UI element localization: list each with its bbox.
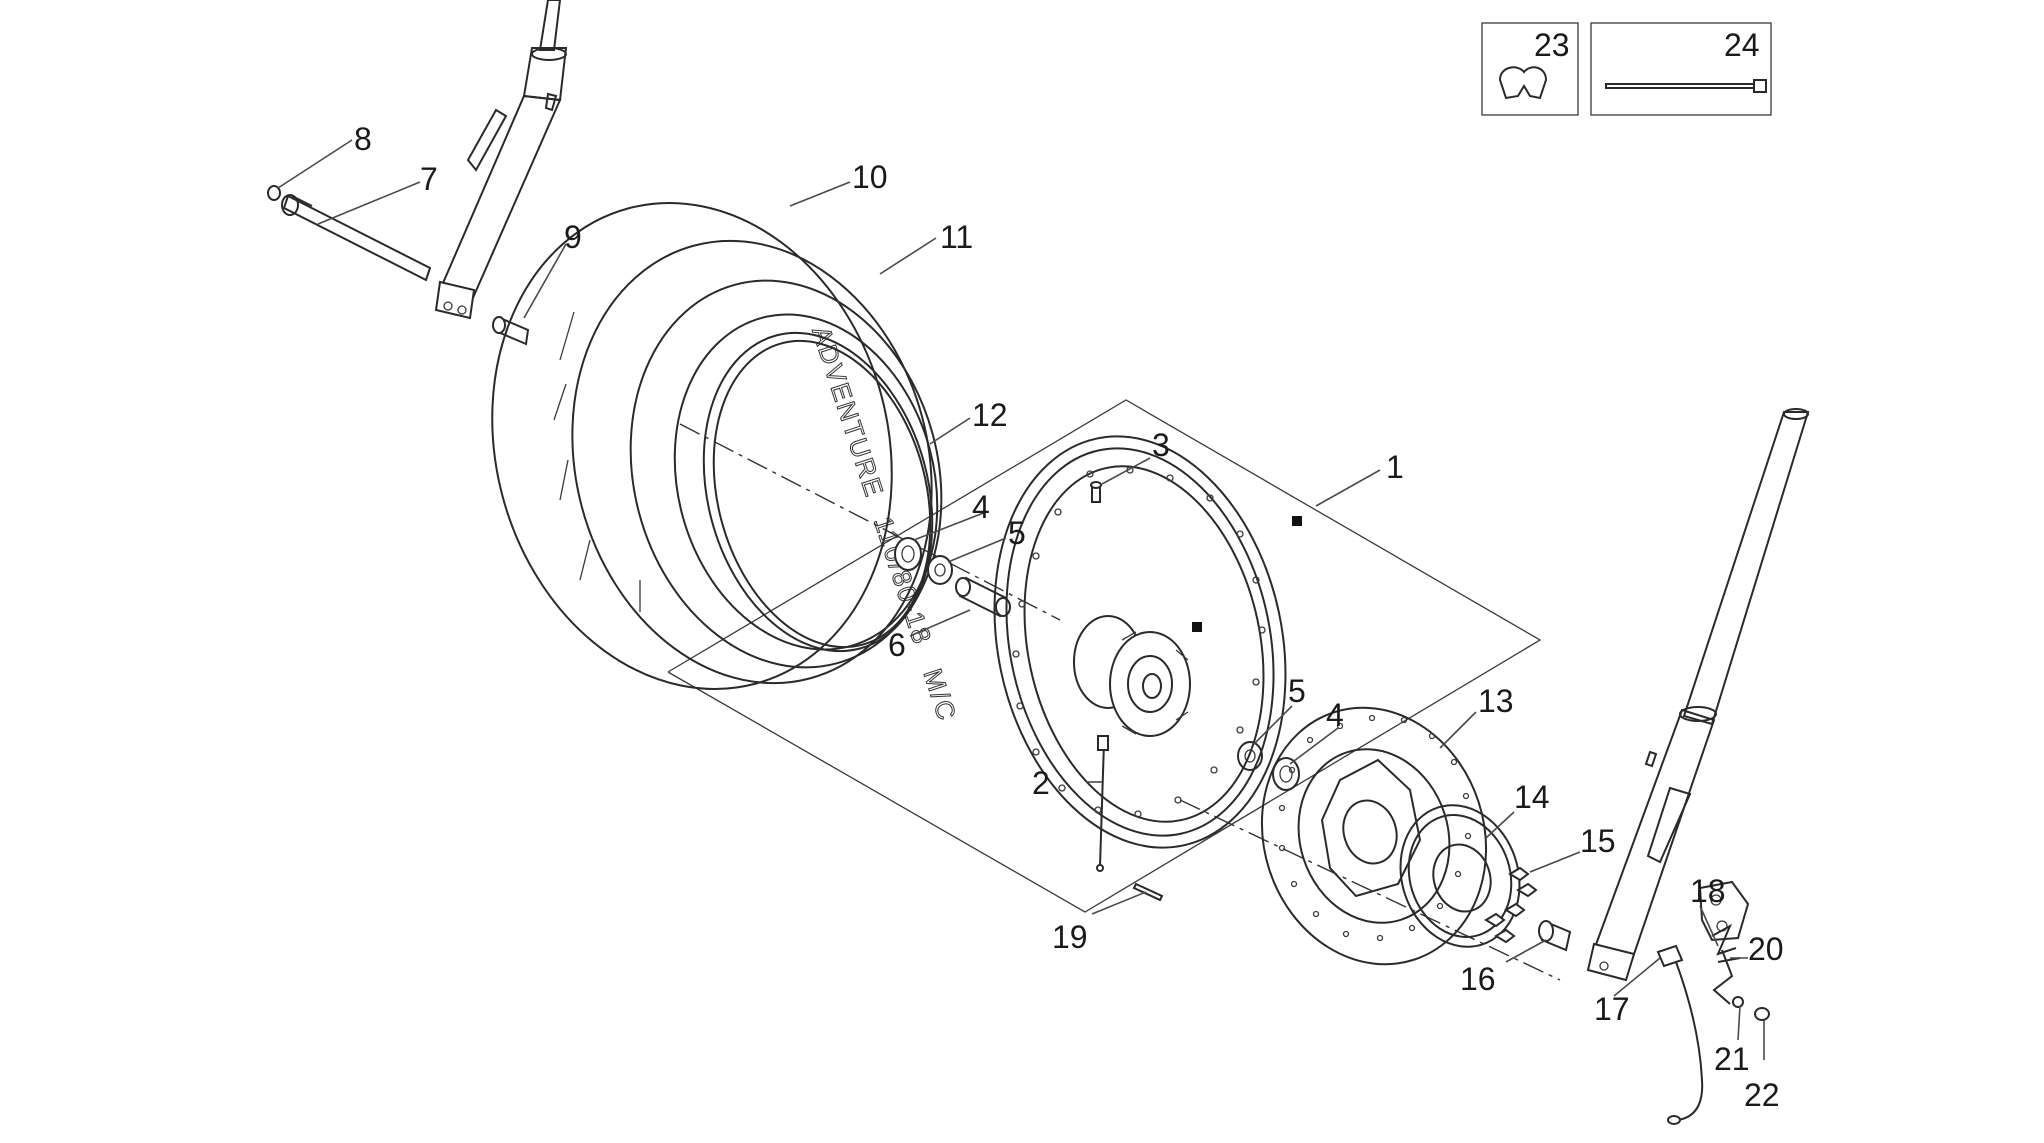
callout-5-left: 5 — [1008, 515, 1026, 551]
callout-12: 12 — [972, 397, 1008, 433]
wheel-hub — [1073, 615, 1191, 737]
inset-box-23 — [1481, 22, 1579, 116]
callout-21: 21 — [1714, 1041, 1750, 1077]
right-oil-seal — [1272, 757, 1300, 791]
callout-17: 17 — [1594, 991, 1630, 1027]
wheel-rim — [993, 435, 1287, 849]
callout-3: 3 — [1152, 427, 1170, 463]
callout-5-right: 5 — [1288, 673, 1306, 709]
callout-7: 7 — [420, 161, 438, 197]
callout-14: 14 — [1514, 779, 1550, 815]
callout-4-left: 4 — [972, 489, 990, 525]
valve-stem — [1090, 481, 1102, 503]
callout-9: 9 — [564, 219, 582, 255]
callout-24: 24 — [1724, 27, 1760, 63]
abs-tone-ring — [1399, 804, 1521, 948]
locating-pin — [1132, 882, 1164, 902]
brake-disc — [1260, 706, 1488, 966]
disc-bolts — [1484, 866, 1538, 944]
svg-text:M/C: M/C — [918, 665, 963, 725]
callout-16: 16 — [1460, 961, 1496, 997]
callout-15: 15 — [1580, 823, 1616, 859]
inset-box-24 — [1590, 22, 1772, 116]
rim-marker-squares — [1192, 516, 1302, 632]
right-bearing — [1237, 741, 1263, 771]
left-bearing — [927, 555, 953, 585]
callout-8: 8 — [354, 121, 372, 157]
callout-labels: 1 2 3 4 4 5 5 6 7 8 9 10 11 12 13 14 15 … — [354, 27, 1784, 1113]
right-axle-spacer — [1538, 920, 1572, 952]
callout-20: 20 — [1748, 931, 1784, 967]
leader-lines — [277, 139, 1765, 1060]
left-oil-seal — [894, 537, 922, 571]
wheel-spacer-tube — [955, 576, 1011, 618]
callout-13: 13 — [1478, 683, 1514, 719]
rim-band — [702, 331, 934, 653]
callout-19: 19 — [1052, 919, 1088, 955]
callout-2: 2 — [1032, 765, 1050, 801]
nut — [1754, 1007, 1770, 1021]
axle-nut — [267, 185, 281, 201]
axle-spacer — [492, 316, 530, 346]
callout-1: 1 — [1386, 449, 1404, 485]
spoke — [1096, 735, 1109, 872]
sensor-bracket-spring — [1711, 923, 1737, 956]
left-fork-leg — [434, 0, 568, 320]
callout-23: 23 — [1534, 27, 1570, 63]
callout-11: 11 — [940, 219, 973, 255]
callout-10: 10 — [852, 159, 888, 195]
callout-22: 22 — [1744, 1077, 1780, 1113]
assembly-outline — [667, 399, 1542, 913]
washer — [1732, 996, 1744, 1008]
callout-6: 6 — [888, 627, 906, 663]
front-axle — [281, 194, 432, 282]
abs-sensor — [1656, 944, 1704, 1125]
axis-centerline — [679, 423, 1561, 981]
callout-4-right: 4 — [1326, 697, 1344, 733]
callout-18: 18 — [1690, 873, 1726, 909]
right-fork-leg — [1586, 408, 1810, 982]
